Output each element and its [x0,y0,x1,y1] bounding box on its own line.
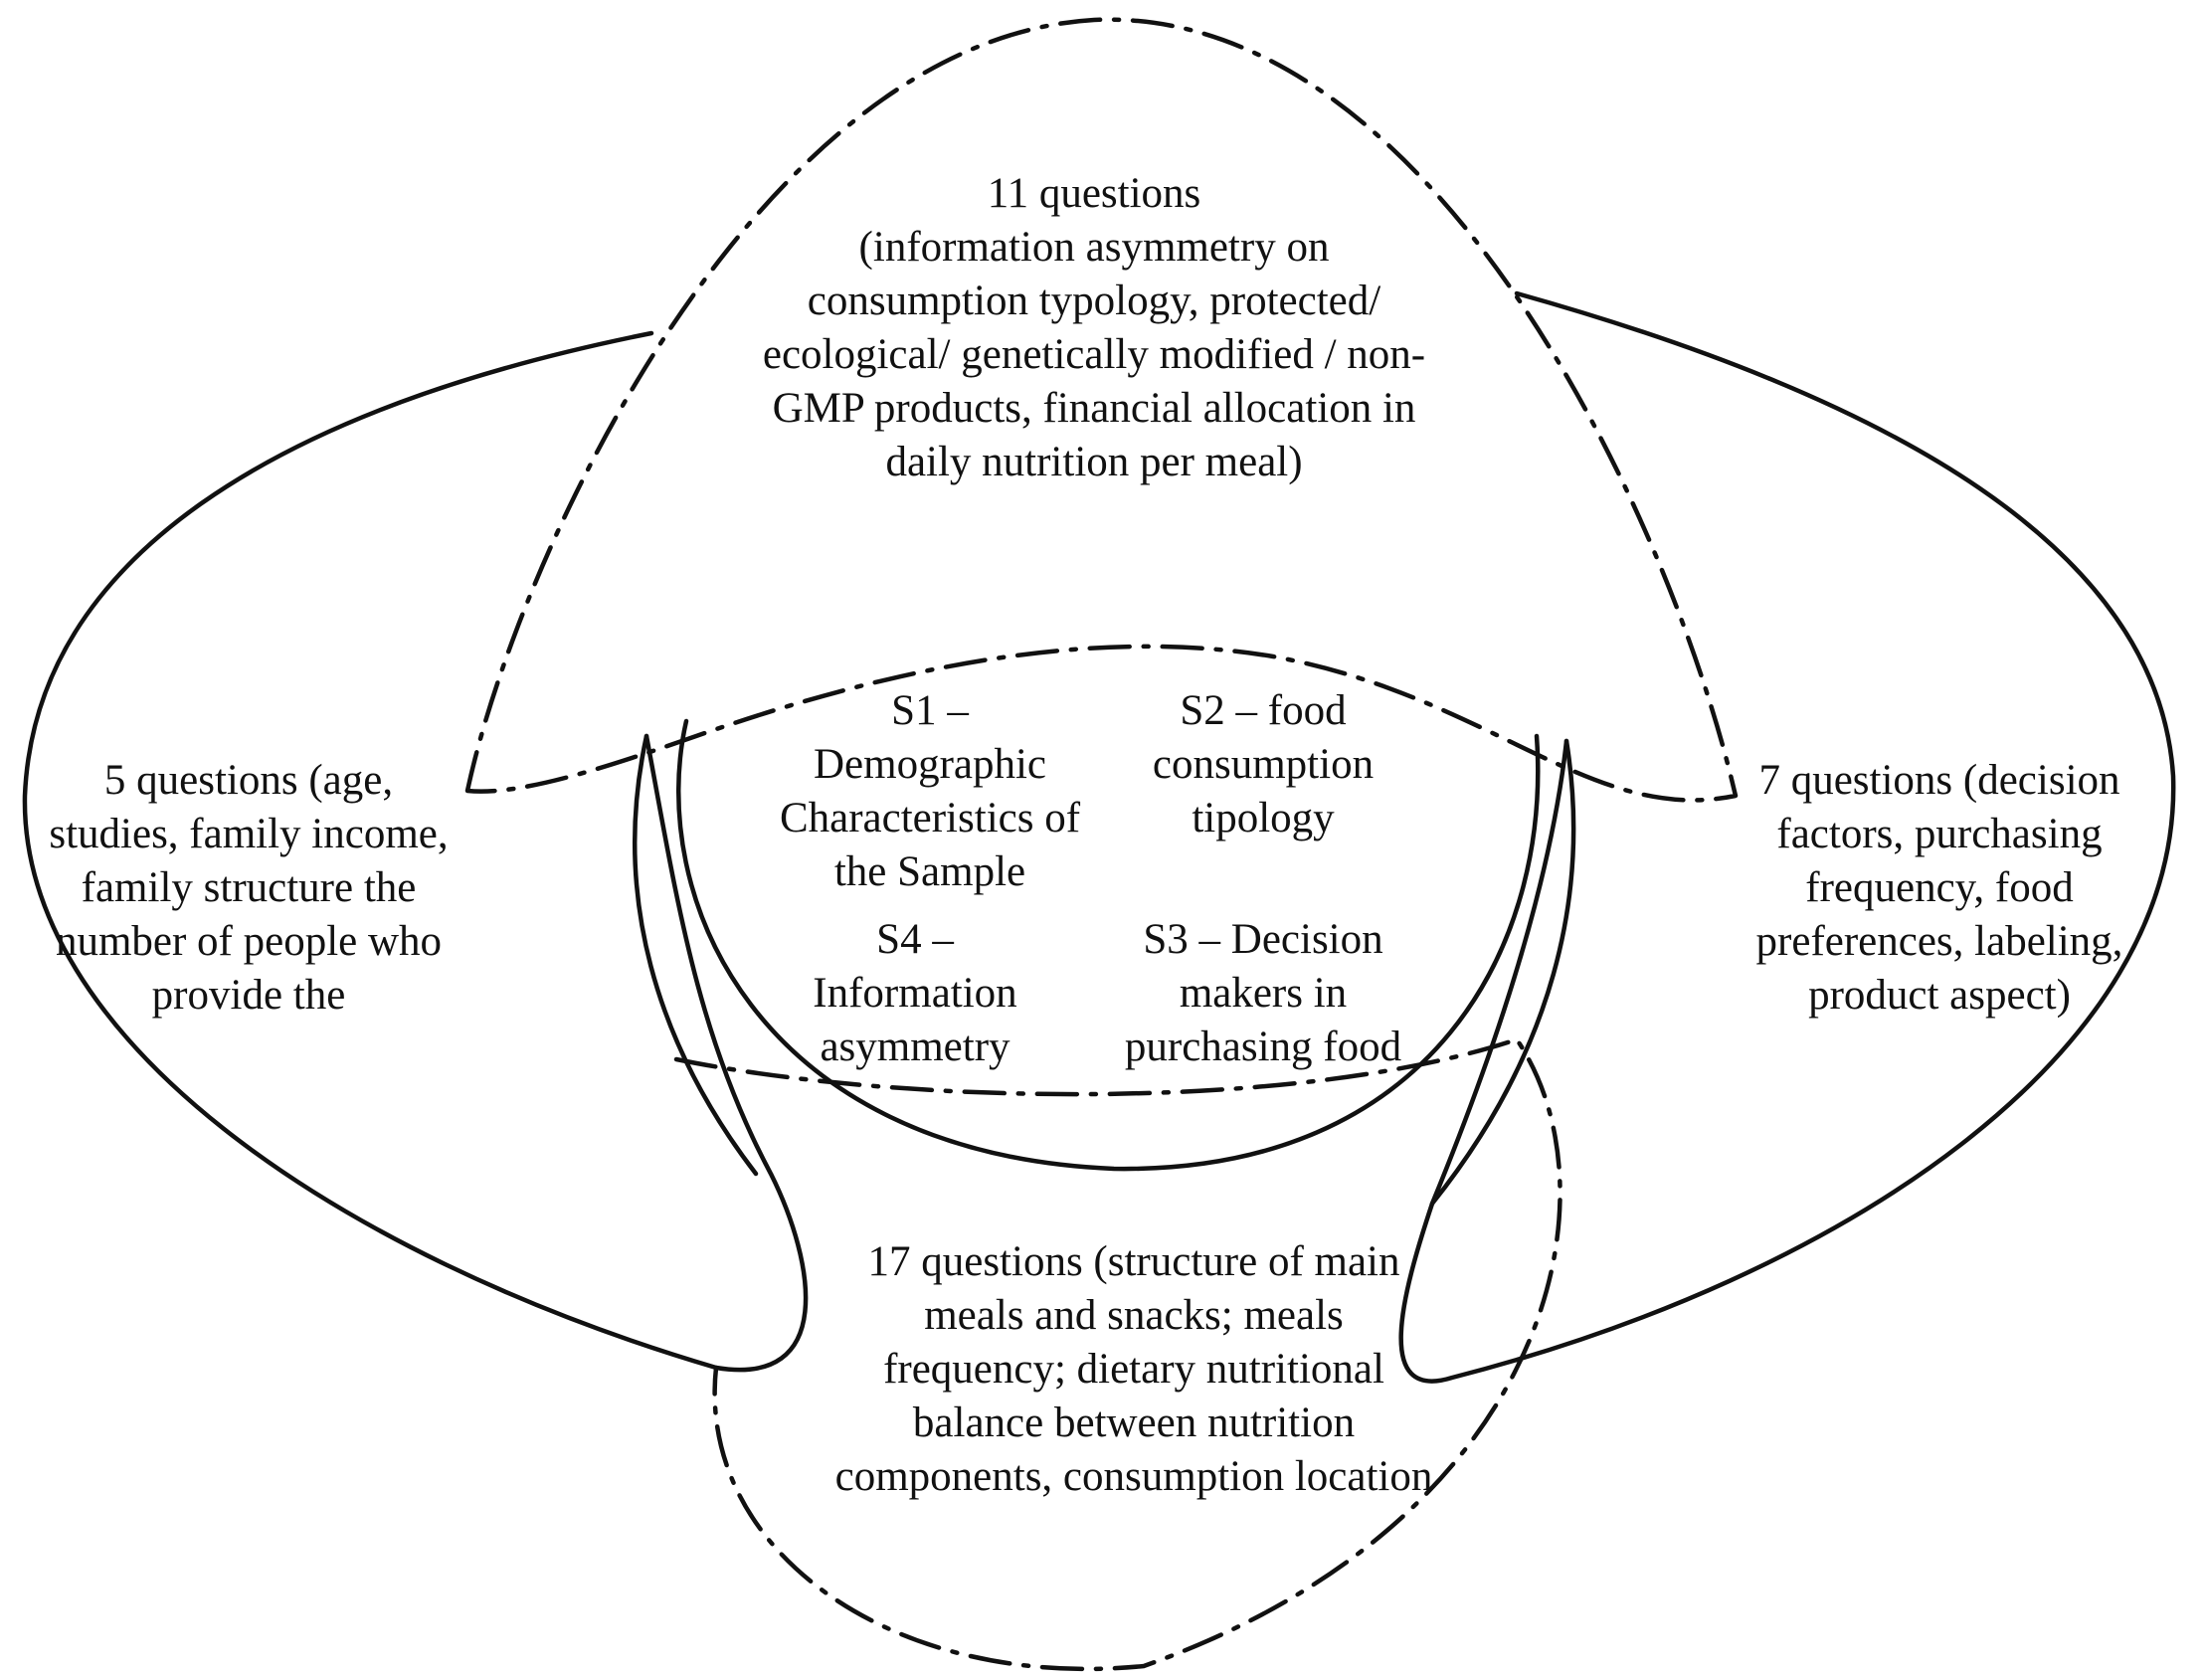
bottom-lobe-outline [673,1036,1562,1672]
right-line-5: product aspect) [1808,972,2071,1019]
section-s3-label: S3 – Decision makers in purchasing food [1094,913,1432,1074]
s1-line-2: Demographic [813,741,1047,788]
s3-line-3: purchasing food [1124,1024,1402,1070]
section-s2-label: S2 – food consumption tipology [1104,684,1422,845]
section-s1-label: S1 – Demographic Characteristics of the … [741,684,1119,899]
left-line-1: 5 questions (age, [103,757,394,804]
bottom-line-5: components, consumption location [834,1453,1433,1500]
s1-line-4: the Sample [833,848,1026,895]
top-line-3: consumption typology, protected/ [807,278,1381,324]
top-lobe-outline [464,17,1739,803]
right-line-3: frequency, food [1805,864,2074,911]
top-line-6: daily nutrition per meal) [885,439,1303,485]
top-line-4: ecological/ genetically modified / non- [762,331,1426,378]
left-line-5: provide the [151,972,346,1019]
s4-line-2: Information [813,970,1017,1017]
s3-line-2: makers in [1179,970,1348,1017]
s4-line-3: asymmetry [820,1024,1011,1070]
s4-line-1: S4 – [876,916,954,963]
left-line-4: number of people who [55,918,443,965]
right-line-4: preferences, labeling, [1755,918,2123,965]
s1-line-1: S1 – [891,687,969,734]
right-question-block: 7 questions (decision factors, purchasin… [1721,754,2158,1023]
inner-right-arc [1429,738,1576,1207]
top-line-2: (information asymmetry on [858,224,1330,271]
bottom-line-2: meals and snacks; meals [924,1292,1344,1339]
inner-left-arc [633,733,759,1177]
left-question-block: 5 questions (age, studies, family income… [30,754,467,1023]
right-lobe-outline [1398,290,2176,1384]
bottom-line-1: 17 questions (structure of main [867,1238,1400,1285]
s2-line-2: consumption [1152,741,1375,788]
left-lobe-outline [22,330,809,1373]
bottom-line-3: frequency; dietary nutritional [883,1346,1384,1393]
top-line-1: 11 questions [987,170,1201,217]
right-line-2: factors, purchasing [1776,811,2103,857]
top-question-block: 11 questions (information asymmetry on c… [716,167,1472,489]
section-s4-label: S4 – Information asymmetry [766,913,1064,1074]
left-line-3: family structure the [81,864,417,911]
s3-line-1: S3 – Decision [1143,916,1383,963]
bottom-question-block: 17 questions (structure of main meals an… [796,1235,1472,1504]
right-line-1: 7 questions (decision [1758,757,2120,804]
s2-line-1: S2 – food [1180,687,1347,734]
s2-line-3: tipology [1192,795,1335,841]
center-ellipse [676,718,1541,1172]
s1-line-3: Characteristics of [779,795,1081,841]
bottom-line-4: balance between nutrition [912,1400,1356,1446]
top-line-5: GMP products, financial allocation in [772,385,1416,432]
left-line-2: studies, family income, [49,811,449,857]
